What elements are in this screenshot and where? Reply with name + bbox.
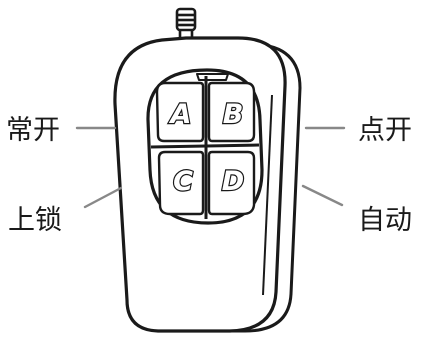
- button-d-label: D: [222, 166, 244, 197]
- label-top-right: 点开: [358, 115, 412, 146]
- button-c-label: C: [173, 166, 193, 197]
- button-c[interactable]: [157, 150, 205, 216]
- leader-lines: [75, 126, 346, 209]
- leader-line-bottom-left: [83, 186, 123, 209]
- button-b[interactable]: [207, 81, 256, 143]
- button-pad: [146, 68, 264, 225]
- label-top-left: 常开: [6, 115, 60, 146]
- button-a-label: A: [169, 99, 192, 130]
- leader-line-bottom-right: [301, 184, 344, 207]
- button-b-label: B: [223, 99, 244, 130]
- label-bottom-left: 上锁: [8, 205, 62, 236]
- button-d[interactable]: [207, 150, 256, 216]
- label-bottom-right: 自动: [358, 205, 412, 236]
- button-a[interactable]: [155, 81, 205, 143]
